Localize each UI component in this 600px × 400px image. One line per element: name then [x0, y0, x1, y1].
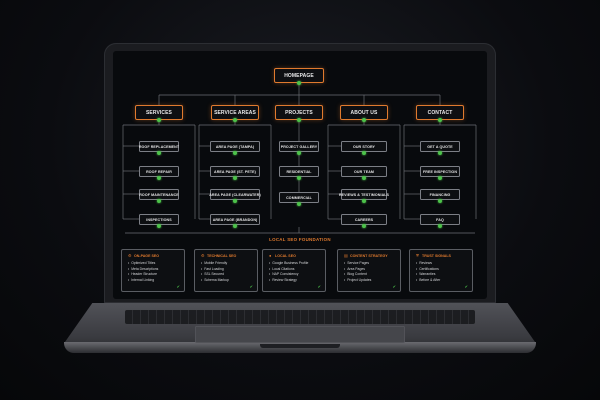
card-list: ReviewsCertificationsWarrantiesBefore & …: [416, 261, 440, 283]
card-title: CONTENT STRATEGY: [350, 254, 388, 258]
check-icon: [362, 118, 366, 122]
card-list: Mobile FriendlyFast LoadingSSL SecuredSc…: [201, 261, 229, 283]
check-icon: [157, 224, 161, 228]
card-title: LOCAL SEO: [275, 254, 296, 258]
card-list: Optimized TitlesMeta DescriptionsHeader …: [128, 261, 158, 283]
check-icon: [438, 118, 442, 122]
card-title: TRUST SIGNALS: [422, 254, 451, 258]
check-icon: [362, 151, 366, 155]
card-list: Google Business ProfileLocal CitationsNA…: [269, 261, 308, 283]
check-icon: [297, 151, 301, 155]
check-icon: [233, 176, 237, 180]
document-icon: ▤: [344, 254, 348, 258]
pin-icon: ●: [269, 254, 273, 258]
list-item: Header Structure: [128, 272, 158, 278]
check-icon: [362, 224, 366, 228]
trackpad[interactable]: [195, 326, 405, 343]
list-item: Mobile Friendly: [201, 261, 229, 267]
keyboard: [125, 310, 475, 324]
check-icon: ✔: [318, 284, 321, 289]
check-icon: [438, 199, 442, 203]
card-title: ON-PAGE SEO: [134, 254, 159, 258]
seo-card-technical-seo: ⚙TECHNICAL SEO Mobile FriendlyFast Loadin…: [194, 249, 258, 292]
check-icon: [297, 118, 301, 122]
card-title: TECHNICAL SEO: [207, 254, 236, 258]
laptop-notch: [260, 344, 340, 348]
check-icon: [297, 202, 301, 206]
check-icon: [438, 224, 442, 228]
check-icon: ✔: [393, 284, 396, 289]
check-icon: [362, 176, 366, 180]
list-item: Schema Markup: [201, 278, 229, 284]
card-list: Service PagesArea PagesBlog ContentProje…: [344, 261, 371, 283]
check-icon: [157, 176, 161, 180]
gear-icon: ⚙: [201, 254, 205, 258]
list-item: Internal Linking: [128, 278, 158, 284]
check-icon: [233, 224, 237, 228]
list-item: Google Business Profile: [269, 261, 308, 267]
seo-card-trust-signals: ⛨TRUST SIGNALS ReviewsCertificationsWarra…: [409, 249, 473, 292]
check-icon: ✔: [250, 284, 253, 289]
local-seo-foundation-label: LOCAL SEO FOUNDATION: [113, 237, 487, 242]
list-item: Service Pages: [344, 261, 371, 267]
check-icon: ✔: [465, 284, 468, 289]
check-icon: [438, 176, 442, 180]
list-item: Project Updates: [344, 278, 371, 284]
shield-icon: ⛨: [416, 254, 420, 258]
check-icon: [233, 199, 237, 203]
list-item: Optimized Titles: [128, 261, 158, 267]
check-icon: [438, 151, 442, 155]
list-item: Before & After: [416, 278, 440, 284]
check-icon: [157, 151, 161, 155]
seo-card-on-page-seo: ⚙ON-PAGE SEO Optimized TitlesMeta Descrip…: [121, 249, 185, 292]
check-icon: [157, 199, 161, 203]
check-icon: [297, 176, 301, 180]
check-icon: [362, 199, 366, 203]
check-icon: [157, 118, 161, 122]
check-icon: [233, 118, 237, 122]
check-icon: [297, 81, 301, 85]
gear-icon: ⚙: [128, 254, 132, 258]
check-icon: [233, 151, 237, 155]
check-icon: ✔: [177, 284, 180, 289]
seo-card-content-strategy: ▤CONTENT STRATEGY Service PagesArea Pages…: [337, 249, 401, 292]
seo-card-local-seo: ●LOCAL SEO Google Business ProfileLocal C…: [262, 249, 326, 292]
list-item: Review Strategy: [269, 278, 308, 284]
